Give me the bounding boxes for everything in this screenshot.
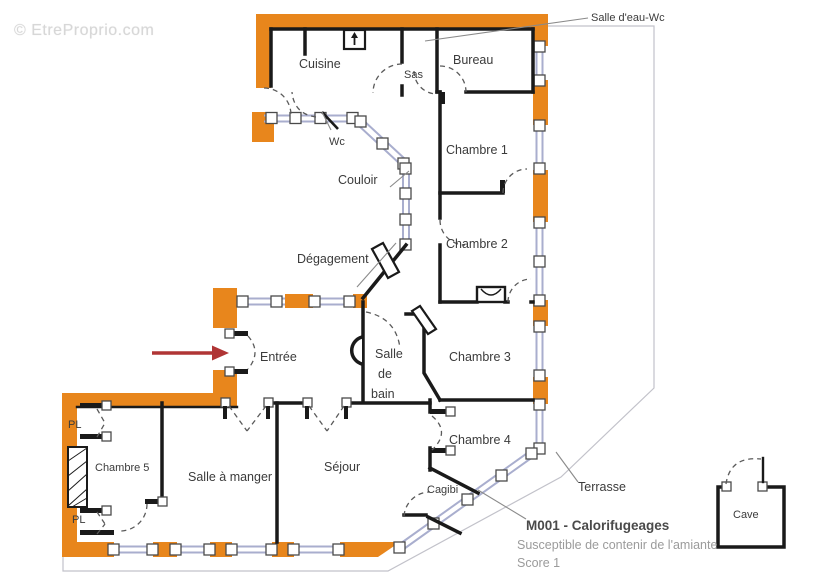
room-label-chambre5: Chambre 5 xyxy=(95,462,149,474)
room-label-couloir: Couloir xyxy=(338,173,378,187)
wall-fixture-icon xyxy=(349,335,363,366)
door-leaf-chambre3 xyxy=(410,304,438,336)
room-label-cagibi: Cagibi xyxy=(427,484,458,496)
room-label-placard-bottom: PL xyxy=(72,514,85,526)
room-label-entree: Entrée xyxy=(260,350,297,364)
terrace-outline xyxy=(62,25,655,572)
room-label-chambre1: Chambre 1 xyxy=(446,143,508,157)
vent-up-arrow-icon xyxy=(342,28,367,51)
sink-icon xyxy=(475,285,507,304)
room-label-salle-a-manger: Salle à manger xyxy=(188,470,272,484)
room-label-sas: Sas xyxy=(404,69,423,81)
room-label-cuisine: Cuisine xyxy=(299,57,341,71)
room-label-sejour: Séjour xyxy=(324,460,360,474)
callout-salle-eau-wc: Salle d'eau-Wc xyxy=(591,12,665,24)
material-score-label: Score 1 xyxy=(517,556,560,570)
room-labels: Cuisine Sas Bureau Wc Chambre 1 Couloir … xyxy=(68,53,759,526)
annotations: Salle d'eau-Wc M001 - Calorifugeages Sus… xyxy=(517,12,717,570)
room-label-chambre3: Chambre 3 xyxy=(449,350,511,364)
room-label-chambre2: Chambre 2 xyxy=(446,237,508,251)
room-label-salle-de-bain-3: bain xyxy=(371,387,395,401)
room-label-bureau: Bureau xyxy=(453,53,493,67)
room-label-wc: Wc xyxy=(329,136,345,148)
material-code-label: M001 - Calorifugeages xyxy=(526,518,669,533)
orange-wall-segments xyxy=(62,14,548,557)
room-label-terrasse: Terrasse xyxy=(578,480,626,494)
material-note-label: Susceptible de contenir de l'amiante xyxy=(517,538,717,552)
room-label-cave: Cave xyxy=(733,509,759,521)
room-label-chambre4: Chambre 4 xyxy=(449,433,511,447)
watermark: © EtreProprio.com xyxy=(14,22,155,39)
room-label-placard-top: PL xyxy=(68,419,81,431)
door-posts xyxy=(145,92,505,507)
entrance-arrow-icon xyxy=(152,345,229,361)
cave-room xyxy=(716,456,786,549)
room-label-salle-de-bain-2: de xyxy=(378,367,392,381)
door-leaf-wc xyxy=(321,111,339,130)
callout-leader-lines xyxy=(321,17,589,520)
room-label-salle-de-bain-1: Salle xyxy=(375,347,403,361)
door-leaf-degagement xyxy=(356,241,401,288)
room-label-degagement: Dégagement xyxy=(297,252,369,266)
door-arcs xyxy=(96,63,532,535)
hatched-duct xyxy=(67,446,88,508)
